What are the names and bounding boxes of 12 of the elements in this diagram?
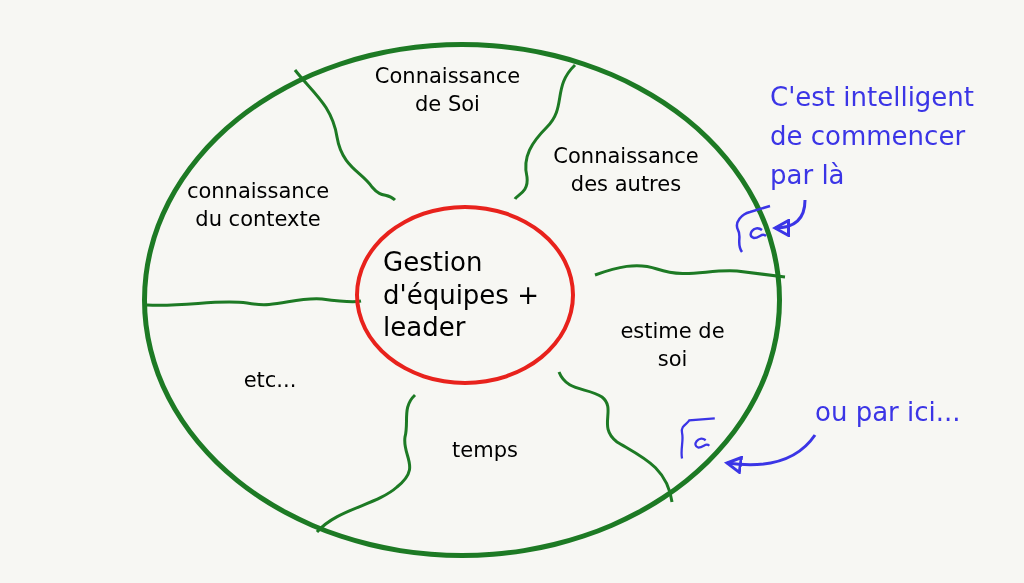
arrow [725, 434, 817, 474]
sector-label: connaissance du contexte [185, 177, 331, 233]
sector-label: estime de soi [619, 317, 726, 373]
sector-label: temps [452, 436, 518, 464]
sector-label: etc... [243, 366, 297, 394]
annotation-text: C'est intelligent de commencer par là [770, 81, 976, 192]
center-circle [355, 205, 575, 385]
annotation-text: ou par ici... [815, 396, 962, 429]
arrow [773, 199, 807, 237]
sector-label: Connaissance de Soi [373, 62, 522, 118]
sector-label: Connaissance des autres [552, 142, 700, 198]
center-label: Gestion d'équipes + leader [383, 246, 540, 344]
